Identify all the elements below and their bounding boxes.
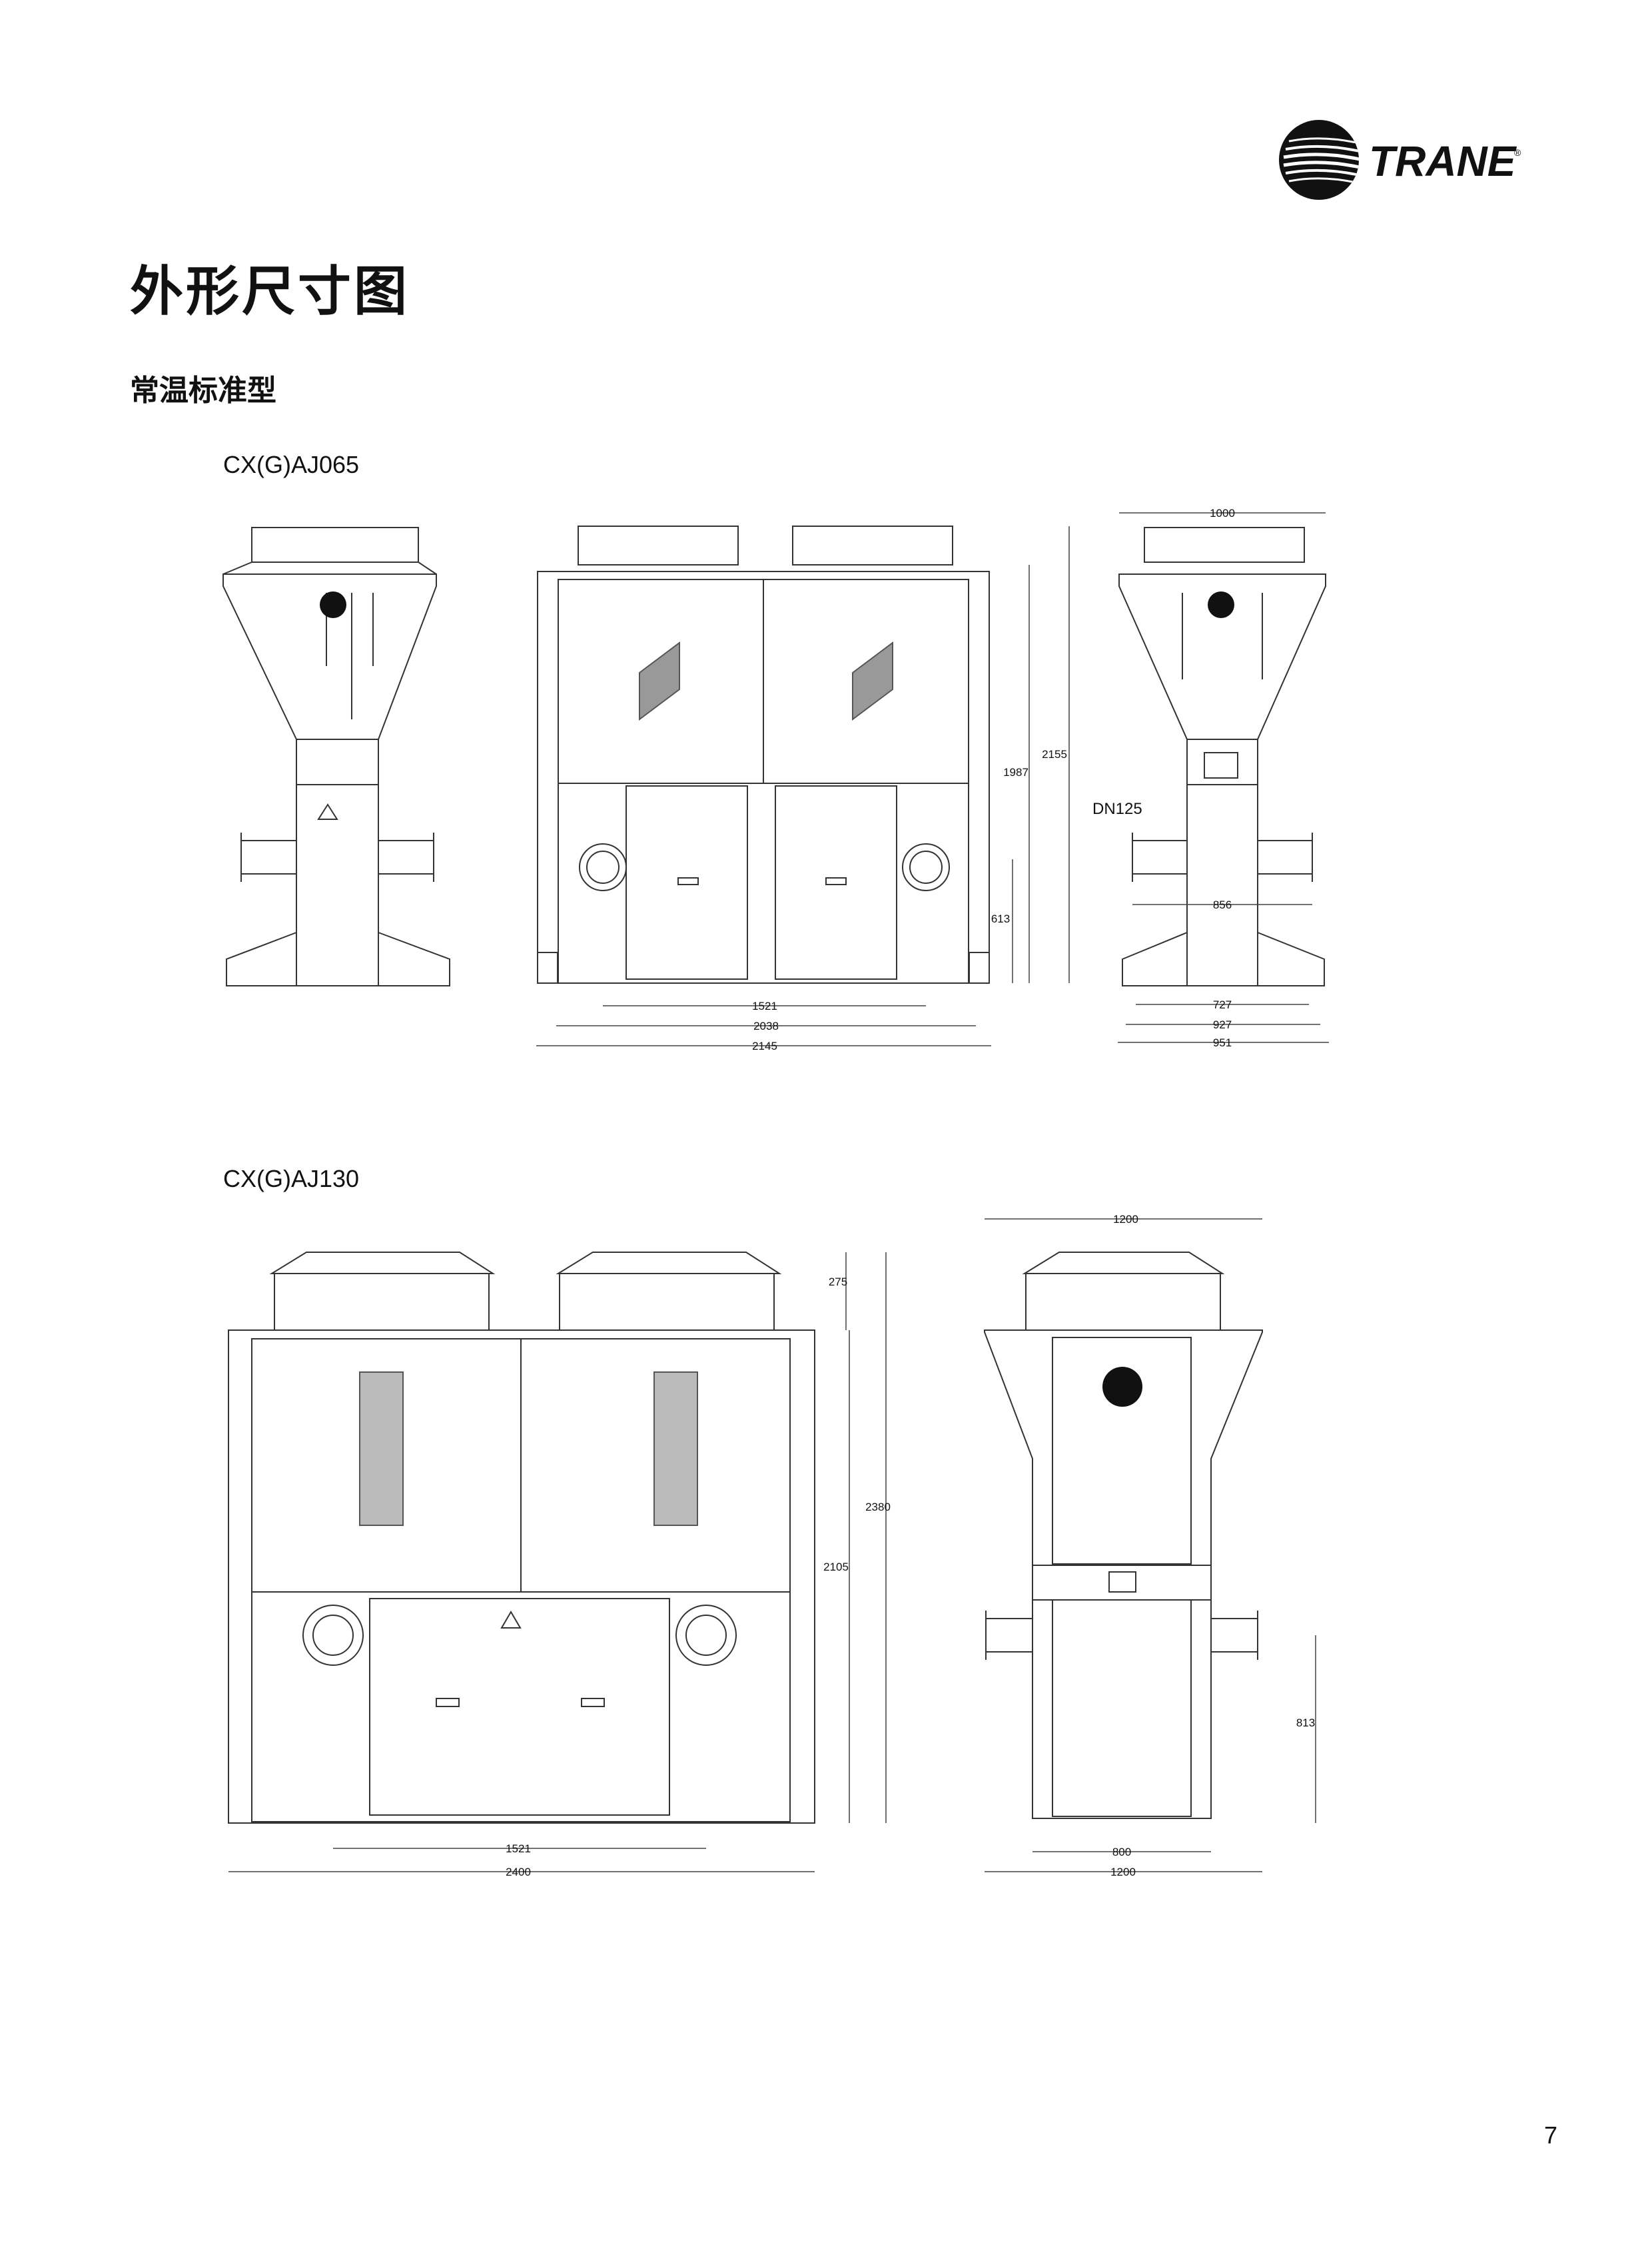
dim-130-base-width: 800	[1112, 1846, 1131, 1858]
page-title: 外形尺寸图	[130, 260, 410, 322]
registered-mark: ®	[1514, 147, 1521, 158]
dim-130-overall-width: 2400	[506, 1866, 531, 1878]
dim-130-fan-height: 275	[829, 1276, 847, 1288]
dim-065-overall-width: 2145	[752, 1040, 777, 1052]
dimension-labels: 1521 2038 2145 1987 2155 613 1000 856 DN…	[506, 507, 1315, 1878]
dim-130-connection-height: 813	[1296, 1716, 1315, 1729]
model1-front-view	[537, 526, 990, 984]
dim-065-base-width: 2038	[753, 1020, 779, 1032]
model1-side-view-right	[1118, 527, 1326, 986]
page-number: 7	[1544, 2121, 1558, 2149]
trane-logo: TRANE ®	[1279, 120, 1521, 200]
model-label-1: CX(G)AJ065	[223, 451, 360, 478]
dim-130-height-frame: 2105	[823, 1561, 849, 1573]
trane-wordmark: TRANE	[1369, 137, 1517, 185]
connection-dn125: DN125	[1092, 800, 1142, 818]
dim-065-flange-spacing: 1521	[752, 1000, 777, 1012]
model1-side-view-left	[222, 527, 450, 986]
dim-065-base-mid: 927	[1213, 1018, 1232, 1031]
model2-side-view	[984, 1252, 1263, 1819]
dim-065-pipe-span: 856	[1213, 899, 1232, 911]
dim-130-flange-spacing: 1521	[506, 1842, 531, 1855]
model2-front-view	[228, 1252, 815, 1824]
dim-065-height-frame: 1987	[1003, 766, 1029, 779]
dim-065-top-width: 1000	[1210, 507, 1235, 520]
dim-065-height-overall: 2155	[1042, 748, 1067, 761]
dim-065-connection-height: 613	[991, 913, 1010, 925]
dimension-lines	[228, 512, 1329, 1872]
dim-065-base-inner: 727	[1213, 998, 1232, 1011]
dim-065-base-outer: 951	[1213, 1036, 1232, 1049]
dim-130-overall-side-width: 1200	[1110, 1866, 1136, 1878]
section-title: 常温标准型	[130, 374, 276, 408]
dim-130-top-width: 1200	[1113, 1213, 1138, 1226]
dim-130-height-overall: 2380	[865, 1501, 891, 1513]
model-label-2: CX(G)AJ130	[223, 1165, 360, 1192]
